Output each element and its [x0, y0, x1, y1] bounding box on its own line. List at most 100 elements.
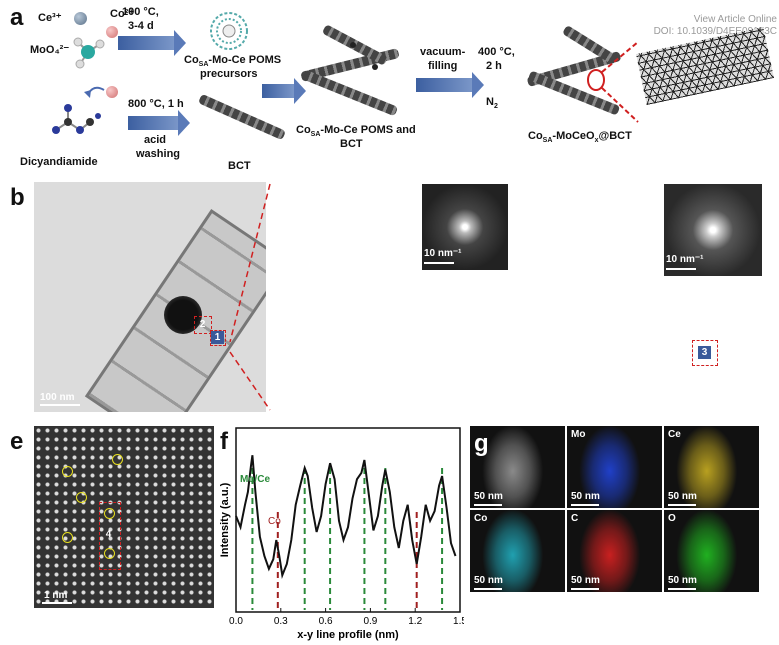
region-box-3 — [692, 340, 718, 366]
scale-label: 50 nm — [668, 491, 697, 502]
eds-map-co: Co 50 nm — [470, 510, 565, 592]
fft-inset-c — [422, 184, 508, 270]
poms-particle-dot — [350, 42, 356, 48]
moo4-molecule-icon — [73, 37, 105, 69]
dicyandiamide-molecule-icon — [52, 104, 101, 134]
d-spacing-111: d=0.206 nm — [414, 312, 462, 322]
carbon-lattice-zoom-image — [636, 27, 774, 105]
scale-label-d: 2 nm — [540, 394, 564, 405]
scale-bar-e — [42, 602, 72, 604]
x-tick-label: 0.0 — [229, 616, 243, 627]
region-box-1 — [210, 330, 226, 346]
lattice-marker-002 — [366, 360, 392, 390]
panel-e-label: e — [10, 428, 24, 455]
bct-tube — [197, 93, 287, 141]
fft-scale-label-d: 10 nm⁻¹ — [666, 254, 704, 265]
precursor-label-line2: precursors — [200, 68, 258, 80]
single-atom-marker — [104, 548, 115, 559]
step2-arrow — [128, 110, 190, 136]
x-tick-label: 1.5 — [453, 616, 464, 627]
step1-temp: 100 °C, — [122, 6, 159, 18]
single-atom-marker — [62, 466, 73, 477]
curved-arrow-icon — [84, 86, 105, 98]
fft-inset-d — [664, 184, 762, 276]
ce-ion-label: Ce³⁺ — [38, 12, 62, 24]
intensity-profile-line — [235, 455, 457, 579]
scale-label: 50 nm — [571, 575, 600, 586]
element-label: Ce — [668, 429, 681, 440]
step3-arrow — [416, 72, 484, 98]
bct-label: BCT — [228, 160, 251, 172]
scale-bar — [571, 504, 599, 506]
panel-c-label: c — [284, 184, 298, 211]
poms-particle-dot — [372, 64, 378, 70]
vacuum-label-line1: vacuum- — [420, 46, 466, 58]
x-tick-label: 1.2 — [408, 616, 422, 627]
x-tick-label: 0.3 — [274, 616, 288, 627]
panel-b-label: b — [10, 184, 25, 211]
composite-label-line2: BCT — [340, 138, 363, 150]
scale-label: 50 nm — [474, 575, 503, 586]
co-atom-icon — [106, 26, 118, 38]
step1-arrow — [118, 30, 186, 56]
plane-111-label: (111) — [440, 284, 460, 294]
single-atom-marker — [62, 532, 73, 543]
step3-gas: N2 — [486, 96, 498, 111]
co-ion-label: Co²⁺ — [110, 8, 135, 20]
precursor-label-line1: CoSA-Mo-Ce POMS — [184, 54, 282, 69]
scale-bar-b — [40, 404, 80, 406]
step2-washing: washing — [136, 148, 181, 160]
fft-scale-bar-d — [666, 268, 696, 270]
tem-image-b: 2 1 100 nm — [34, 182, 266, 412]
scale-bar-c — [290, 406, 332, 408]
x-axis-label: x-y line profile (nm) — [297, 629, 399, 641]
region-box-4 — [99, 502, 121, 570]
panel-f-label: f — [220, 428, 228, 455]
nanoparticle — [164, 296, 202, 334]
single-atom-marker — [76, 492, 87, 503]
product-label: CoSA-MoCeOx@BCT — [528, 130, 632, 145]
poms-cluster-icon — [210, 12, 248, 50]
panel-a-label: a — [10, 4, 24, 31]
x-tick-label: 0.9 — [363, 616, 377, 627]
zoom-lines-b-to-c — [229, 183, 271, 411]
eds-map-ce: Ce 50 nm — [664, 426, 759, 508]
d-spacing-002: d=0.337 nm — [408, 386, 456, 396]
panel-d-label: d — [532, 184, 547, 211]
step2-acid: acid — [144, 134, 167, 146]
x-tick-label: 0.6 — [319, 616, 333, 627]
element-label: O — [668, 513, 676, 524]
region-box-2 — [194, 316, 212, 334]
element-label: Mo — [571, 429, 586, 440]
scale-bar — [571, 588, 599, 590]
annotation-mo-ce: Mo/Ce — [240, 474, 270, 485]
doi-link-line1[interactable]: View Article Online — [693, 14, 777, 25]
region-number-2: 2 — [199, 319, 206, 330]
step3-time: 2 h — [486, 60, 502, 72]
single-atom-marker — [104, 508, 115, 519]
annotation-co: Co — [268, 516, 281, 527]
ce-atom-icon — [74, 12, 87, 25]
fft-scale-label-c: 10 nm⁻¹ — [424, 248, 462, 259]
eds-map-haadf: 50 nm — [470, 426, 565, 508]
merge-arrow — [262, 78, 306, 104]
region-number-4: 4 — [105, 529, 112, 540]
element-label: Co — [474, 513, 488, 524]
line-profile-chart: Intensity (a.u.) x-y line profile (nm) 0… — [219, 427, 464, 641]
co-atom-icon-2 — [106, 86, 118, 98]
scale-bar — [474, 588, 502, 590]
panel-g-label: g — [474, 430, 489, 457]
scale-label: 50 nm — [474, 491, 503, 502]
eds-map-o: O 50 nm — [664, 510, 759, 592]
doi-link-line2[interactable]: DOI: 10.1039/D4EE00173C — [653, 26, 777, 37]
region-number-1: 1 — [211, 331, 224, 344]
step2-temp: 800 °C, 1 h — [128, 98, 184, 110]
scale-label: 50 nm — [668, 575, 697, 586]
dicyandiamide-label: Dicyandiamide — [20, 156, 98, 168]
scale-bar — [668, 588, 696, 590]
scale-bar — [668, 504, 696, 506]
moo4-ion-label: MoO₄²⁻ — [30, 44, 70, 56]
scale-bar — [474, 504, 502, 506]
